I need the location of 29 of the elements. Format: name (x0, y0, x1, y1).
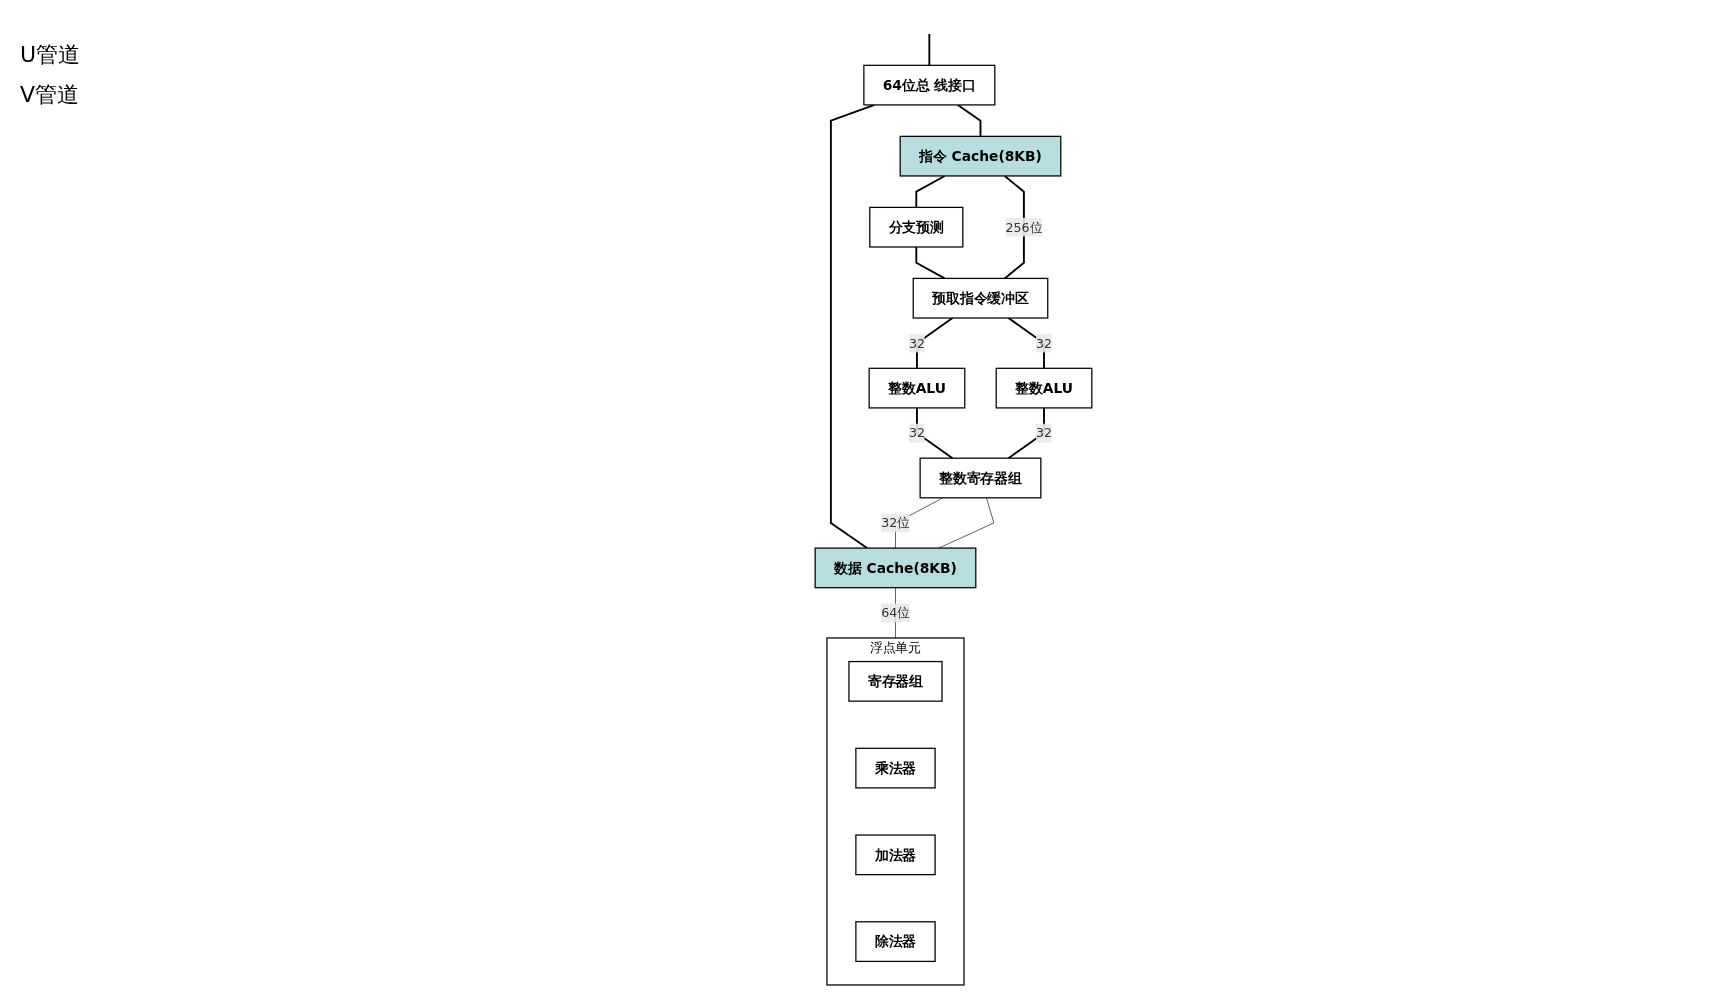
edge-label: 64位 (881, 605, 910, 621)
connector (915, 175, 946, 209)
node-box: 分支预测 (869, 206, 964, 248)
edge-label: 256位 (1005, 219, 1043, 235)
connector (915, 246, 946, 280)
edge-label: 32 (1036, 335, 1053, 351)
node-box: 乘法器 (855, 747, 936, 789)
node-box: 预取指令缓冲区 (912, 277, 1049, 319)
node-box: 整数ALU (868, 367, 966, 409)
note-label: V管道 (20, 81, 81, 109)
edge-label: 32位 (881, 515, 910, 531)
note-label: U管道 (20, 41, 82, 69)
connector (928, 32, 931, 67)
edge-label: 32 (908, 335, 925, 351)
connector (938, 497, 995, 549)
node-box: 整数ALU (995, 367, 1093, 409)
node-box: 64位总 线接口 (863, 64, 996, 106)
connector (956, 103, 982, 138)
node-box: 除法器 (855, 921, 936, 963)
connector (916, 406, 954, 460)
connector (916, 317, 954, 370)
node-box: 加法器 (855, 834, 936, 876)
edge-label: 32 (1036, 425, 1053, 441)
node-box: 整数寄存器组 (919, 457, 1042, 499)
edge-label: 32 (908, 425, 925, 441)
node-box: 寄存器组 (848, 660, 943, 702)
node-box: 指令 Cache(8KB) (899, 135, 1062, 177)
connector (829, 103, 876, 550)
node-box: 数据 Cache(8KB) (814, 547, 977, 589)
